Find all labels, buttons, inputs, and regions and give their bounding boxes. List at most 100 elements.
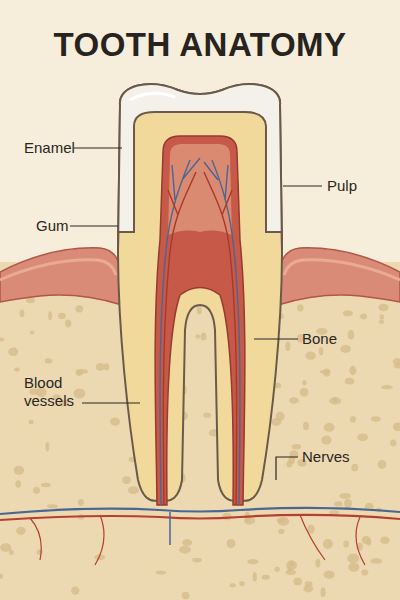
bone-spot bbox=[48, 311, 52, 320]
bone-spot bbox=[305, 352, 315, 360]
bone-spot bbox=[8, 348, 18, 357]
bone-spot bbox=[380, 537, 389, 544]
bone-spot bbox=[253, 572, 257, 581]
bone-spot bbox=[393, 358, 400, 365]
bone-spot bbox=[321, 436, 331, 445]
bone-spot bbox=[297, 304, 303, 311]
bone-spot bbox=[344, 499, 352, 508]
bone-spot bbox=[276, 412, 285, 422]
bone-spot bbox=[262, 575, 270, 580]
bone-spot bbox=[351, 464, 358, 472]
bone-spot bbox=[371, 416, 381, 422]
bone-spot bbox=[348, 330, 354, 340]
bone-spot bbox=[33, 487, 40, 494]
bone-spot bbox=[75, 305, 83, 312]
bone-spot bbox=[285, 342, 290, 352]
bone-spot bbox=[30, 330, 35, 334]
bone-spot bbox=[324, 423, 335, 432]
bone-spot bbox=[293, 578, 302, 586]
bone-spot bbox=[381, 385, 393, 389]
bone-spot bbox=[96, 363, 105, 371]
gum-right bbox=[278, 248, 400, 305]
bone-spot bbox=[278, 529, 284, 535]
bone-spot bbox=[229, 583, 235, 587]
bone-spot bbox=[286, 460, 292, 467]
bone-spot bbox=[14, 367, 20, 371]
bone-spot bbox=[362, 536, 371, 544]
part-label: Gum bbox=[36, 217, 76, 235]
bone-spot bbox=[75, 369, 83, 376]
bone-spot bbox=[343, 310, 353, 316]
nerve-in-pulp bbox=[160, 158, 240, 505]
bone-spot bbox=[345, 378, 354, 385]
bone-spot bbox=[274, 567, 279, 572]
pulp bbox=[155, 136, 245, 505]
bone-spot bbox=[37, 549, 43, 555]
bone-spot bbox=[329, 510, 339, 514]
bone-spot bbox=[277, 518, 286, 523]
bone-spot bbox=[78, 499, 84, 506]
bone-spot bbox=[110, 418, 120, 426]
nerve-line bbox=[0, 508, 400, 514]
bone-spot bbox=[393, 422, 400, 431]
leader-line bbox=[74, 147, 122, 148]
bone-spots bbox=[0, 298, 400, 599]
leader-line bbox=[254, 338, 298, 339]
bone-spot bbox=[15, 480, 21, 487]
vessel-line bbox=[0, 515, 400, 520]
bone-spot bbox=[315, 559, 320, 568]
bone-spot bbox=[320, 370, 331, 374]
bone-spot bbox=[222, 513, 231, 521]
bone-spot bbox=[380, 314, 385, 320]
bone-spot bbox=[239, 581, 245, 586]
enamel-highlight bbox=[130, 93, 175, 100]
bone-spot bbox=[340, 345, 351, 353]
bone-spot bbox=[227, 539, 236, 548]
bone-spot bbox=[334, 501, 343, 506]
bone-spot bbox=[128, 486, 139, 494]
bone-spot bbox=[58, 313, 66, 319]
bone-spot bbox=[74, 389, 86, 399]
bone-spot bbox=[324, 571, 335, 579]
dentin bbox=[118, 84, 282, 501]
bone-spot bbox=[16, 527, 26, 535]
bone-spot bbox=[378, 460, 387, 469]
bone-spot bbox=[302, 380, 306, 385]
gum-left bbox=[0, 248, 122, 305]
part-label: Blood vessels bbox=[24, 374, 86, 410]
bone-spot bbox=[0, 543, 11, 552]
bone-spot bbox=[289, 397, 299, 404]
part-label: Bone bbox=[302, 330, 362, 348]
bone-spot bbox=[156, 570, 166, 574]
bone-spot bbox=[323, 539, 333, 549]
bone-spot bbox=[360, 313, 367, 319]
bone-spot bbox=[247, 559, 258, 564]
bone-spot bbox=[197, 305, 202, 315]
bone-spot bbox=[47, 504, 58, 508]
bone-spot bbox=[379, 320, 384, 324]
bone-spot bbox=[357, 433, 368, 441]
bone-spot bbox=[28, 420, 33, 424]
bone-spot bbox=[329, 397, 341, 404]
bone-spot bbox=[370, 558, 382, 564]
vessel-branch bbox=[30, 515, 365, 565]
bone-spot bbox=[65, 319, 71, 327]
bone-spot bbox=[348, 562, 359, 571]
bone-spot bbox=[0, 574, 3, 579]
vessel-in-pulp bbox=[163, 172, 236, 505]
title: TOOTH ANATOMY bbox=[0, 26, 400, 64]
leader-line bbox=[70, 225, 118, 226]
bone-spot bbox=[182, 592, 190, 599]
bone-spot bbox=[347, 554, 359, 564]
bone-spot bbox=[45, 358, 52, 363]
bone-spot bbox=[286, 560, 297, 570]
bone-spot bbox=[303, 585, 313, 593]
bone-spot bbox=[292, 444, 302, 449]
leader-line bbox=[283, 185, 322, 186]
bone-spot bbox=[122, 476, 131, 484]
bone-spot bbox=[26, 298, 35, 303]
bone-spot bbox=[339, 493, 351, 499]
bone-spot bbox=[361, 569, 368, 575]
bone-spot bbox=[20, 309, 25, 317]
